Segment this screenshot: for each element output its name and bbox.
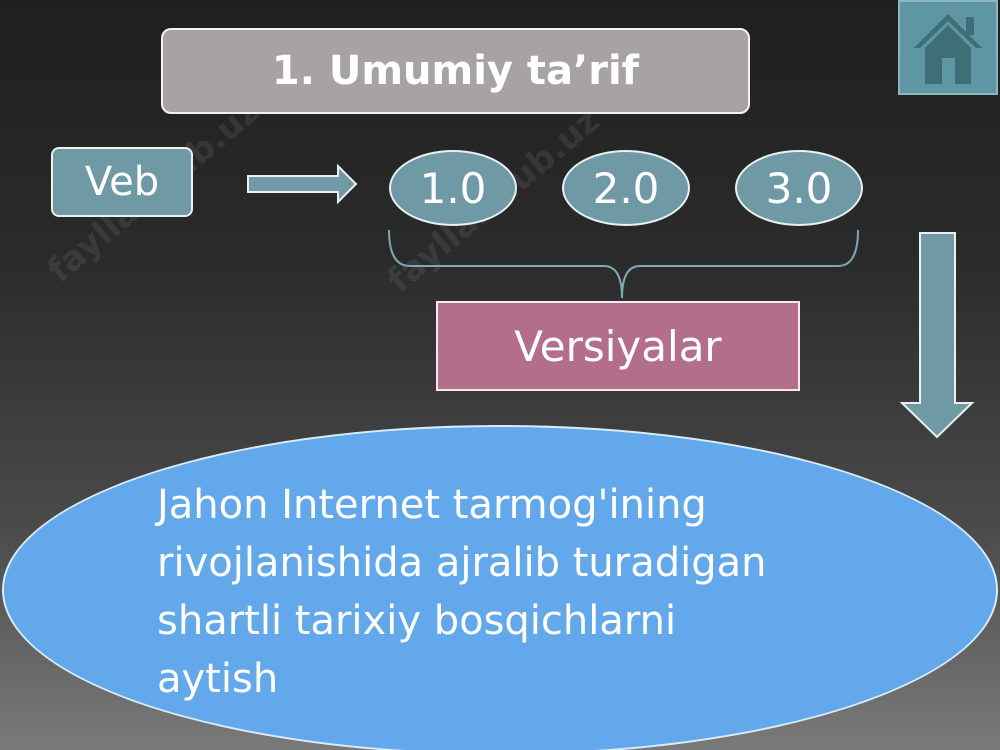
veb-box: Veb xyxy=(51,147,193,217)
title-box: 1. Umumiy ta’rif xyxy=(161,28,750,114)
definition-line: rivojlanishida ajralib turadigan xyxy=(157,540,767,586)
version-label: 1.0 xyxy=(419,163,487,213)
arrow-down-icon xyxy=(899,232,975,439)
veb-label: Veb xyxy=(84,159,160,205)
versions-group-label: Versiyalar xyxy=(514,321,722,371)
definition-text: Jahon Internet tarmog'ining rivojlanishi… xyxy=(157,476,877,708)
definition-line: shartli tarixiy bosqichlarni xyxy=(157,598,677,644)
definition-line: aytish xyxy=(157,656,279,702)
home-button[interactable] xyxy=(898,0,998,95)
definition-ellipse xyxy=(2,425,998,750)
version-oval-3: 3.0 xyxy=(735,150,863,226)
version-label: 2.0 xyxy=(592,163,660,213)
arrow-right-icon xyxy=(247,163,358,205)
title-text: 1. Umumiy ta’rif xyxy=(271,48,640,94)
definition-line: Jahon Internet tarmog'ining xyxy=(157,482,707,528)
home-icon xyxy=(914,14,982,84)
version-oval-2: 2.0 xyxy=(562,150,690,226)
curly-brace-icon xyxy=(388,229,859,299)
versions-group-box: Versiyalar xyxy=(436,301,800,391)
version-oval-1: 1.0 xyxy=(389,150,517,226)
version-label: 3.0 xyxy=(765,163,833,213)
